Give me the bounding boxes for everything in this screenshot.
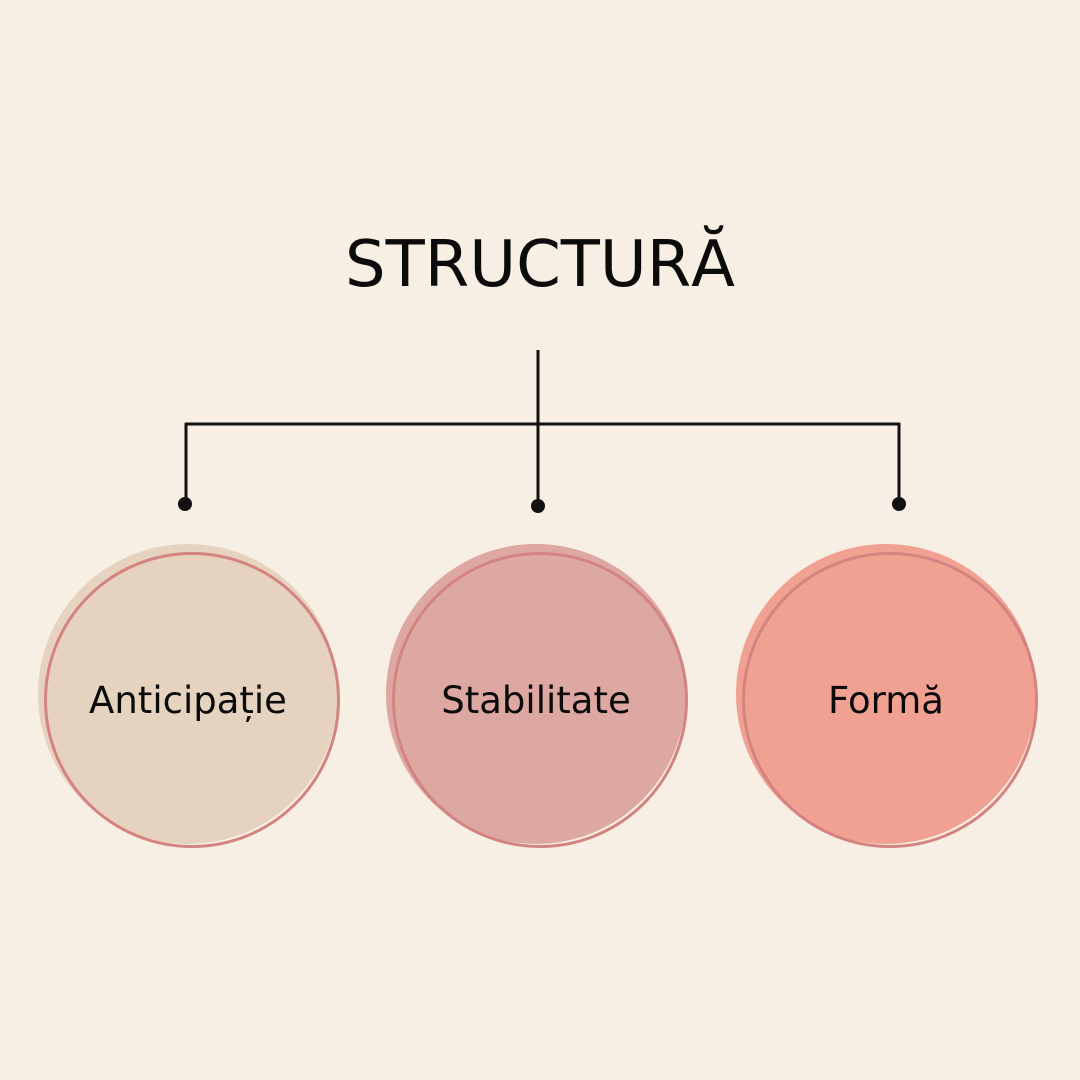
node-label: Anticipație [89, 678, 287, 722]
node-label: Stabilitate [441, 678, 631, 722]
node-stabilitate: Stabilitate [386, 544, 694, 852]
branch-dot-center [531, 499, 545, 513]
node-label: Formă [828, 678, 944, 722]
branch-dot-left [178, 497, 192, 511]
node-ring [742, 552, 1038, 848]
node-ring [44, 552, 340, 848]
node-forma: Formă [736, 544, 1044, 852]
diagram-title: STRUCTURĂ [345, 228, 735, 302]
node-ring [392, 552, 688, 848]
branch-dot-right [892, 497, 906, 511]
node-anticipatie: Anticipație [38, 544, 346, 852]
